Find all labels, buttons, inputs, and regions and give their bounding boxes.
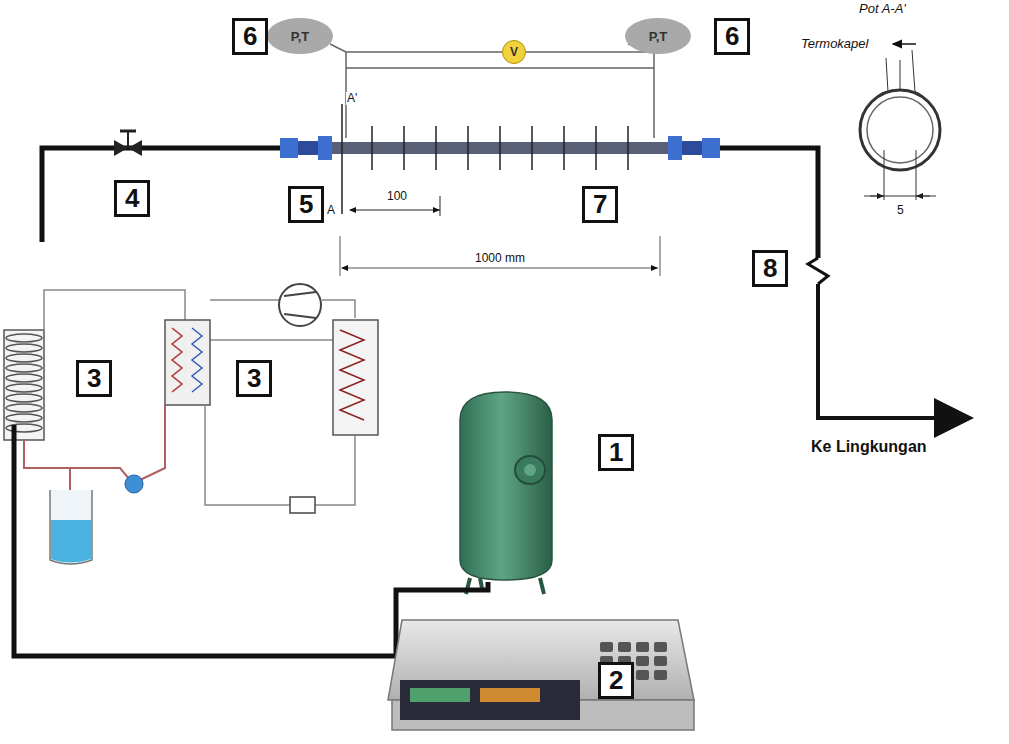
section-mark: A'	[346, 92, 358, 105]
callout-number: 3	[236, 360, 272, 397]
sensor-name: Termokapel	[800, 37, 869, 51]
callout-number: 5	[288, 186, 324, 223]
node-text: V	[510, 45, 518, 59]
callout-number: 1	[598, 434, 634, 471]
dimension: 100	[386, 190, 408, 203]
callout-number: 4	[114, 180, 150, 217]
node-text: P,T	[291, 29, 310, 44]
section-mark: A	[326, 204, 336, 217]
callout-number: 6	[714, 18, 750, 55]
section-name: Pot A-A'	[858, 2, 907, 16]
dimension: 1000 mm	[474, 252, 526, 265]
callout-number: 2	[598, 662, 634, 699]
callout-number: 8	[752, 250, 788, 287]
callout-number: 3	[76, 360, 112, 397]
node-text: P,T	[649, 29, 668, 44]
voltmeter-circle: V	[502, 40, 526, 64]
sensor-oval: P,T	[267, 18, 333, 54]
callout-number: 7	[582, 186, 618, 223]
callout-number: 6	[232, 18, 268, 55]
dimension: 5	[896, 204, 905, 217]
destination-label: Ke Lingkungan	[810, 438, 928, 456]
sensor-oval: P,T	[625, 18, 691, 54]
